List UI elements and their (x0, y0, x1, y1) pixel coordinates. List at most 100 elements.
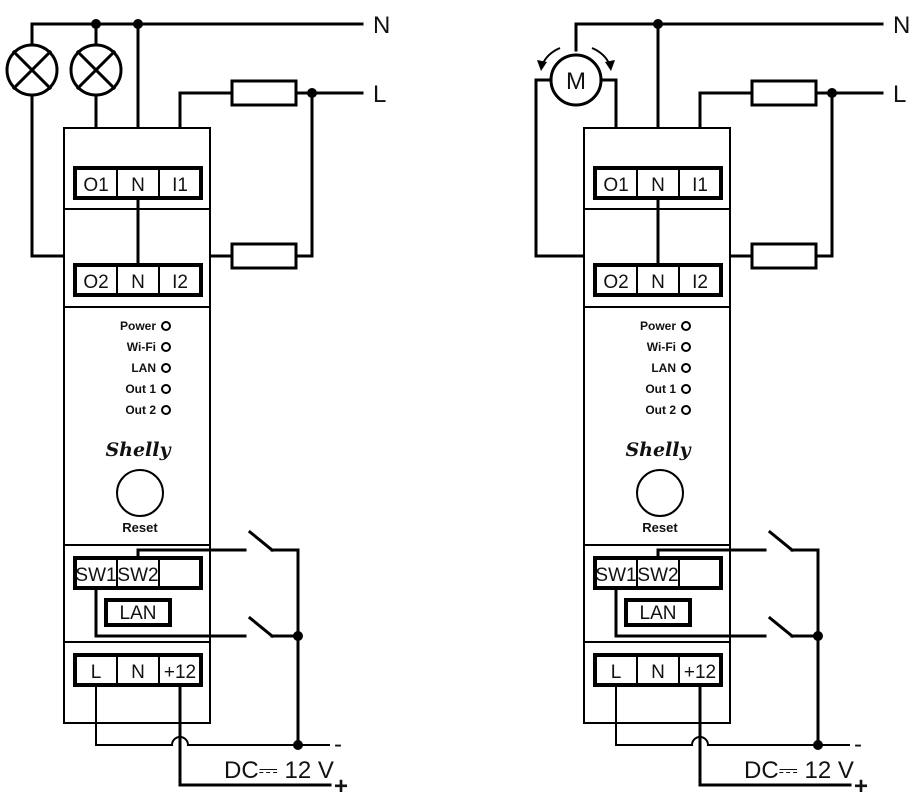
neutral-supply-wire (574, 22, 884, 52)
led-label: LAN (651, 361, 676, 375)
terminal-l: L (91, 662, 102, 683)
terminal-n: N (131, 175, 145, 196)
left-diagram: N L (5, 12, 390, 800)
led-label: Power (120, 319, 156, 333)
fuse-icon (230, 242, 298, 270)
line-label: L (373, 81, 386, 108)
led-label: LAN (131, 361, 156, 375)
dc-minus-label: - (334, 731, 342, 758)
fuse-icon (750, 79, 818, 107)
reset-label: Reset (122, 520, 158, 535)
junction-dot (813, 740, 823, 750)
terminal-block-top: O1 N I1 (593, 166, 723, 200)
dc-supply-label: DC⎓ 12 V (224, 757, 334, 784)
i2-supply-wire (814, 91, 834, 258)
junction-dot (293, 740, 303, 750)
led-indicator-icon (161, 342, 171, 352)
terminal-block-top: O1 N I1 (73, 166, 203, 200)
switch-icon (247, 615, 275, 639)
terminal-n: N (651, 272, 665, 293)
switch-icon (247, 529, 275, 553)
junction-dot (813, 631, 823, 641)
motor-icon: M (537, 47, 615, 107)
terminal-sw2: SW2 (117, 565, 158, 586)
led-indicator-icon (681, 321, 691, 331)
terminal-l: L (611, 662, 622, 683)
terminal-block-switch: SW1 SW2 (73, 556, 203, 590)
lan-port-label: LAN (120, 603, 157, 624)
terminal-o1: O1 (83, 175, 108, 196)
led-indicator-icon (161, 405, 171, 415)
led-label: Out 1 (125, 382, 156, 396)
dc-plus-wire (698, 683, 852, 787)
led-indicator-icon (161, 363, 171, 373)
right-diagram: N L M O1 (534, 12, 910, 800)
led-indicator-icon (681, 405, 691, 415)
terminal-n: N (131, 662, 145, 683)
led-indicator-icon (681, 342, 691, 352)
reset-button[interactable] (636, 469, 684, 517)
sw1-wire (94, 586, 247, 638)
terminal-i1: I1 (172, 175, 188, 196)
led-indicator-icon (681, 384, 691, 394)
terminal-sw2: SW2 (637, 565, 678, 586)
switch-icon (767, 529, 795, 553)
terminal-n: N (651, 175, 665, 196)
terminal-o2: O2 (83, 272, 108, 293)
dc-minus-label: - (854, 731, 862, 758)
led-label: Power (640, 319, 676, 333)
lamp-icon (5, 22, 59, 97)
terminal-plus12: +12 (684, 662, 716, 683)
switch-icon (767, 615, 795, 639)
junction-dot (293, 631, 303, 641)
terminal-sw1: SW1 (75, 565, 116, 586)
terminal-block-switch: SW1 SW2 (593, 556, 723, 590)
motor-label: M (566, 68, 586, 95)
led-panel: Power Wi-Fi LAN Out 1 Out 2 (120, 319, 171, 417)
dc-plus-label: + (854, 773, 868, 800)
led-indicator-icon (681, 363, 691, 373)
sw1-wire (614, 586, 767, 638)
fuse-icon (230, 79, 298, 107)
line-label: L (893, 81, 906, 108)
led-label: Out 1 (645, 382, 676, 396)
led-label: Wi-Fi (647, 340, 676, 354)
terminal-block-power: L N +12 (73, 653, 203, 687)
neutral-label: N (893, 12, 910, 39)
reset-label: Reset (642, 520, 678, 535)
led-label: Wi-Fi (127, 340, 156, 354)
led-label: Out 2 (125, 403, 156, 417)
terminal-i2: I2 (172, 272, 188, 293)
terminal-n: N (651, 662, 665, 683)
led-panel: Power Wi-Fi LAN Out 1 Out 2 (640, 319, 691, 417)
terminal-i1: I1 (692, 175, 708, 196)
lamp-icon (69, 22, 123, 97)
led-indicator-icon (161, 384, 171, 394)
terminal-o1: O1 (603, 175, 628, 196)
reset-button[interactable] (116, 469, 164, 517)
terminal-plus12: +12 (164, 662, 196, 683)
led-indicator-icon (161, 321, 171, 331)
terminal-sw1: SW1 (595, 565, 636, 586)
fuse-icon (750, 242, 818, 270)
lan-port (104, 598, 172, 627)
shelly-logo: Shelly (105, 439, 172, 461)
led-label: Out 2 (645, 403, 676, 417)
terminal-n: N (131, 272, 145, 293)
dc-plus-wire (178, 683, 332, 787)
dc-plus-label: + (334, 773, 348, 800)
terminal-i2: I2 (692, 272, 708, 293)
terminal-o2: O2 (603, 272, 628, 293)
terminal-block-power: L N +12 (593, 653, 723, 687)
terminal-block-mid: O2 N I2 (73, 263, 203, 297)
lan-port-label: LAN (640, 603, 677, 624)
sw2-wire (136, 548, 247, 560)
shelly-logo: Shelly (625, 439, 692, 461)
lan-port (624, 598, 692, 627)
terminal-block-mid: O2 N I2 (593, 263, 723, 297)
dc-supply-label: DC⎓ 12 V (744, 757, 854, 784)
i2-supply-wire (294, 91, 314, 258)
neutral-label: N (373, 12, 390, 39)
sw2-wire (656, 548, 767, 560)
